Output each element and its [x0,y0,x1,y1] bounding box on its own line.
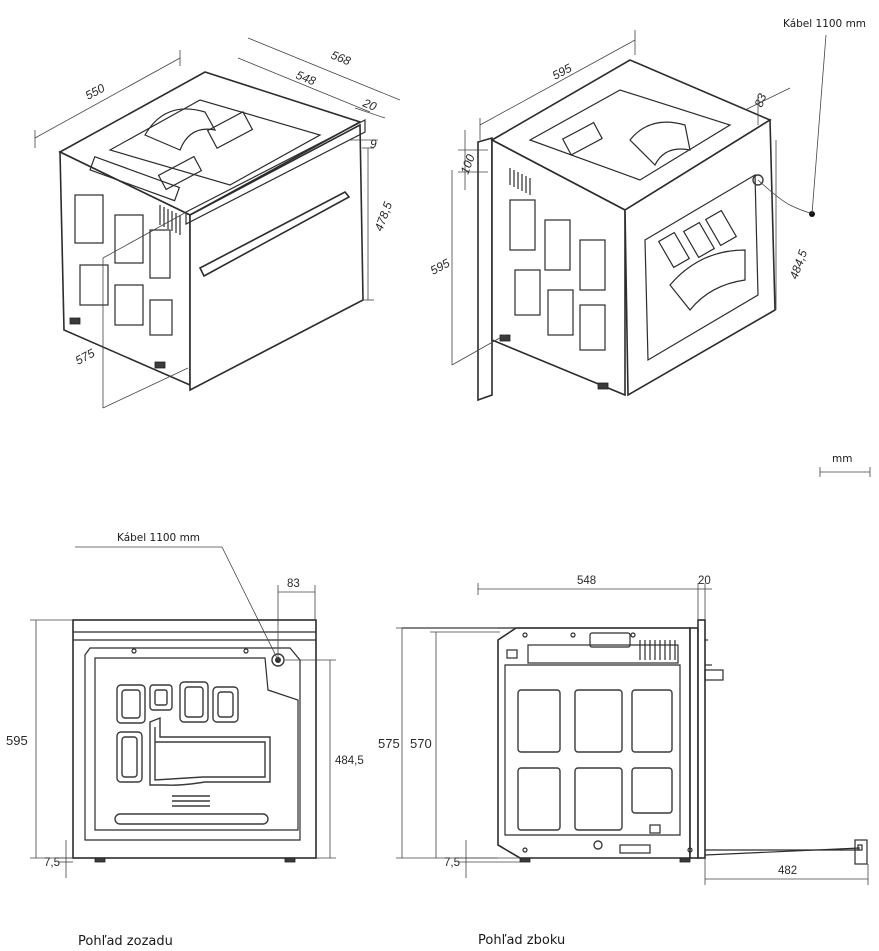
dim-570: 570 [410,736,432,751]
dim-548-side: 548 [577,575,596,587]
dim-482: 482 [778,865,797,877]
unit-label: mm [832,453,852,465]
caption-side-view: Pohľad zboku [478,933,565,948]
cable-label-top: Kábel 1100 mm [783,18,866,30]
dim-595-iso-width: 595 [550,61,575,83]
rear-orthographic-view: Kábel 1100 mm 83 595 484,5 7,5 Pohľad zo… [6,532,364,949]
dim-595-rear: 595 [6,733,28,748]
dim-548-iso: 548 [294,68,318,89]
side-orthographic-view: 548 20 575 570 7,5 482 Pohľad zboku [378,575,869,948]
cable-label-rear: Kábel 1100 mm [117,532,200,544]
dim-20-side: 20 [698,575,711,587]
dim-100: 100 [458,152,478,176]
unit-indicator: mm [819,453,871,477]
dim-595-iso-height: 595 [428,256,453,278]
dim-568: 568 [329,48,353,69]
dim-83-iso: 83 [752,91,770,109]
dim-9: 9 [370,137,377,151]
caption-rear-view: Pohľad zozadu [78,934,173,949]
dim-575-side: 575 [378,736,400,751]
dim-575-iso: 575 [73,346,98,368]
dim-478-5: 478,5 [372,200,396,233]
dim-7-5-side: 7,5 [444,857,460,869]
isometric-front-view: 550 568 548 20 9 478,5 575 [34,37,401,409]
dim-484-5-rear: 484,5 [335,755,364,767]
dim-83-rear: 83 [287,578,300,590]
dim-20-iso: 20 [360,95,379,113]
isometric-rear-view: Kábel 1100 mm 595 100 595 83 484,5 [428,18,866,402]
dim-7-5-rear: 7,5 [44,857,60,869]
dim-550: 550 [83,81,108,103]
dim-484-5-iso: 484,5 [787,248,811,281]
